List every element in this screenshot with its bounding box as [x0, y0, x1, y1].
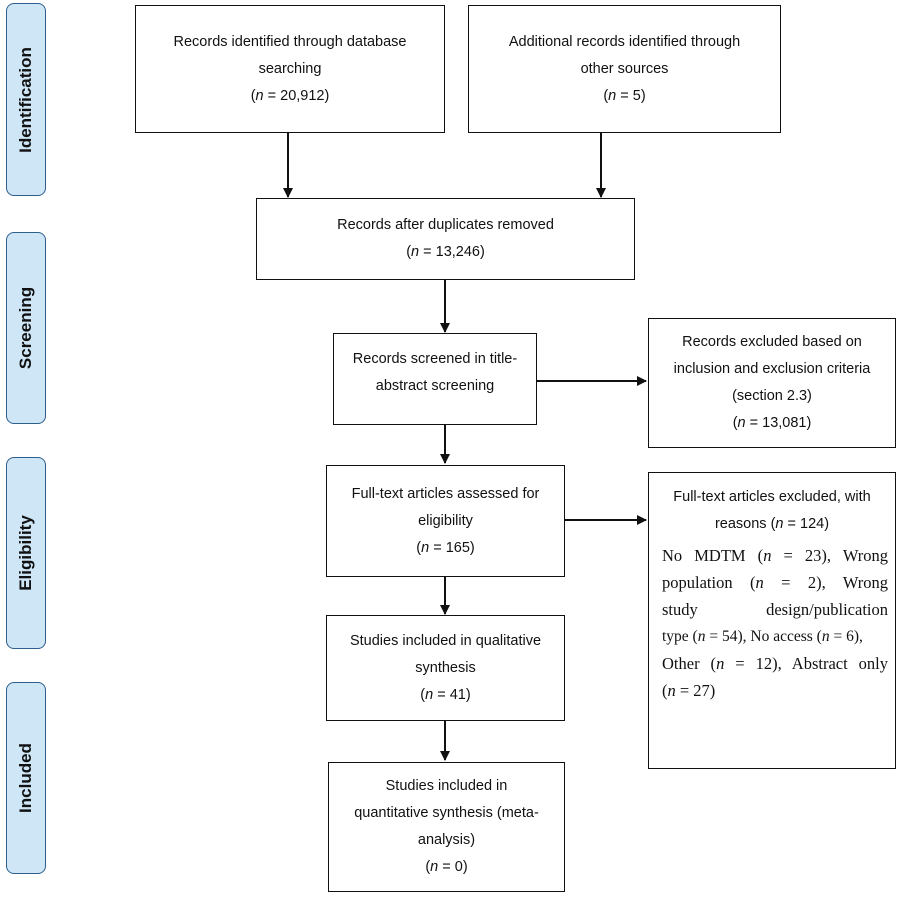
- qualitative-line2: synthesis: [415, 659, 476, 676]
- fulltext-line2: eligibility: [418, 512, 473, 529]
- dedup-line1: Records after duplicates removed: [337, 217, 554, 233]
- database-line2: searching: [258, 60, 322, 77]
- phase-eligibility: Eligibility: [6, 457, 46, 649]
- other-line1: Additional records identified through: [508, 33, 741, 50]
- fulltext-excluded-line2: reasons (n = 124): [714, 516, 830, 532]
- fulltext-excluded-reasons: No MDTM (n = 23), Wrong population (n = …: [662, 542, 888, 704]
- box-duplicates-removed: Records after duplicates removed (n = 13…: [256, 198, 635, 280]
- excluded-screen-line2: inclusion and exclusion criteria: [673, 361, 871, 377]
- fulltext-excluded-line1: Full-text articles excluded, with: [673, 489, 871, 505]
- reason-line-6: (n = 27): [662, 681, 716, 700]
- fulltext-excluded-heading: Full-text articles excluded, with reason…: [648, 484, 896, 538]
- database-count: (n = 20,912): [250, 87, 330, 104]
- box-fulltext-assessed: Full-text articles assessed for eligibil…: [326, 465, 565, 577]
- excluded-screen-line1: Records excluded based on: [682, 334, 862, 350]
- dedup-count: (n = 13,246): [406, 244, 485, 260]
- other-count: (n = 5): [603, 87, 646, 104]
- reason-line-4: type (n = 54), No access (n = 6),: [662, 628, 863, 645]
- box-other-records: Additional records identified through ot…: [468, 5, 781, 133]
- quantitative-count: (n = 0): [425, 859, 468, 875]
- box-database-records: Records identified through database sear…: [135, 5, 445, 133]
- reason-line-2: population (n = 2), Wrong: [662, 573, 888, 592]
- reason-line-1: No MDTM (n = 23), Wrong: [662, 546, 888, 565]
- quantitative-line3: analysis): [417, 832, 476, 848]
- box-title-abstract-screening: Records screened in title- abstract scre…: [333, 333, 537, 425]
- excluded-screen-line3: (section 2.3): [732, 388, 812, 404]
- quantitative-line1: Studies included in: [385, 778, 508, 794]
- phase-included: Included: [6, 682, 46, 874]
- qualitative-line1: Studies included in qualitative: [349, 632, 542, 649]
- quantitative-line2: quantitative synthesis (meta-: [354, 805, 539, 821]
- phase-screening: Screening: [6, 232, 46, 424]
- excluded-screen-count: (n = 13,081): [732, 415, 812, 431]
- database-line1: Records identified through database: [173, 33, 407, 50]
- screened-line2: abstract screening: [375, 378, 495, 394]
- box-fulltext-excluded: [648, 472, 896, 769]
- phase-identification: Identification: [6, 3, 46, 196]
- reason-line-3: study design/publication: [662, 600, 888, 619]
- box-quantitative-synthesis: Studies included in quantitative synthes…: [328, 762, 565, 892]
- fulltext-line1: Full-text articles assessed for: [351, 485, 540, 502]
- screened-line1: Records screened in title-: [352, 351, 518, 367]
- fulltext-count: (n = 165): [416, 539, 475, 556]
- reason-line-5: Other (n = 12), Abstract only: [662, 654, 888, 673]
- other-line2: other sources: [580, 60, 669, 77]
- qualitative-count: (n = 41): [420, 686, 471, 703]
- box-qualitative-synthesis: Studies included in qualitative synthesi…: [326, 615, 565, 721]
- box-records-excluded: Records excluded based on inclusion and …: [648, 318, 896, 448]
